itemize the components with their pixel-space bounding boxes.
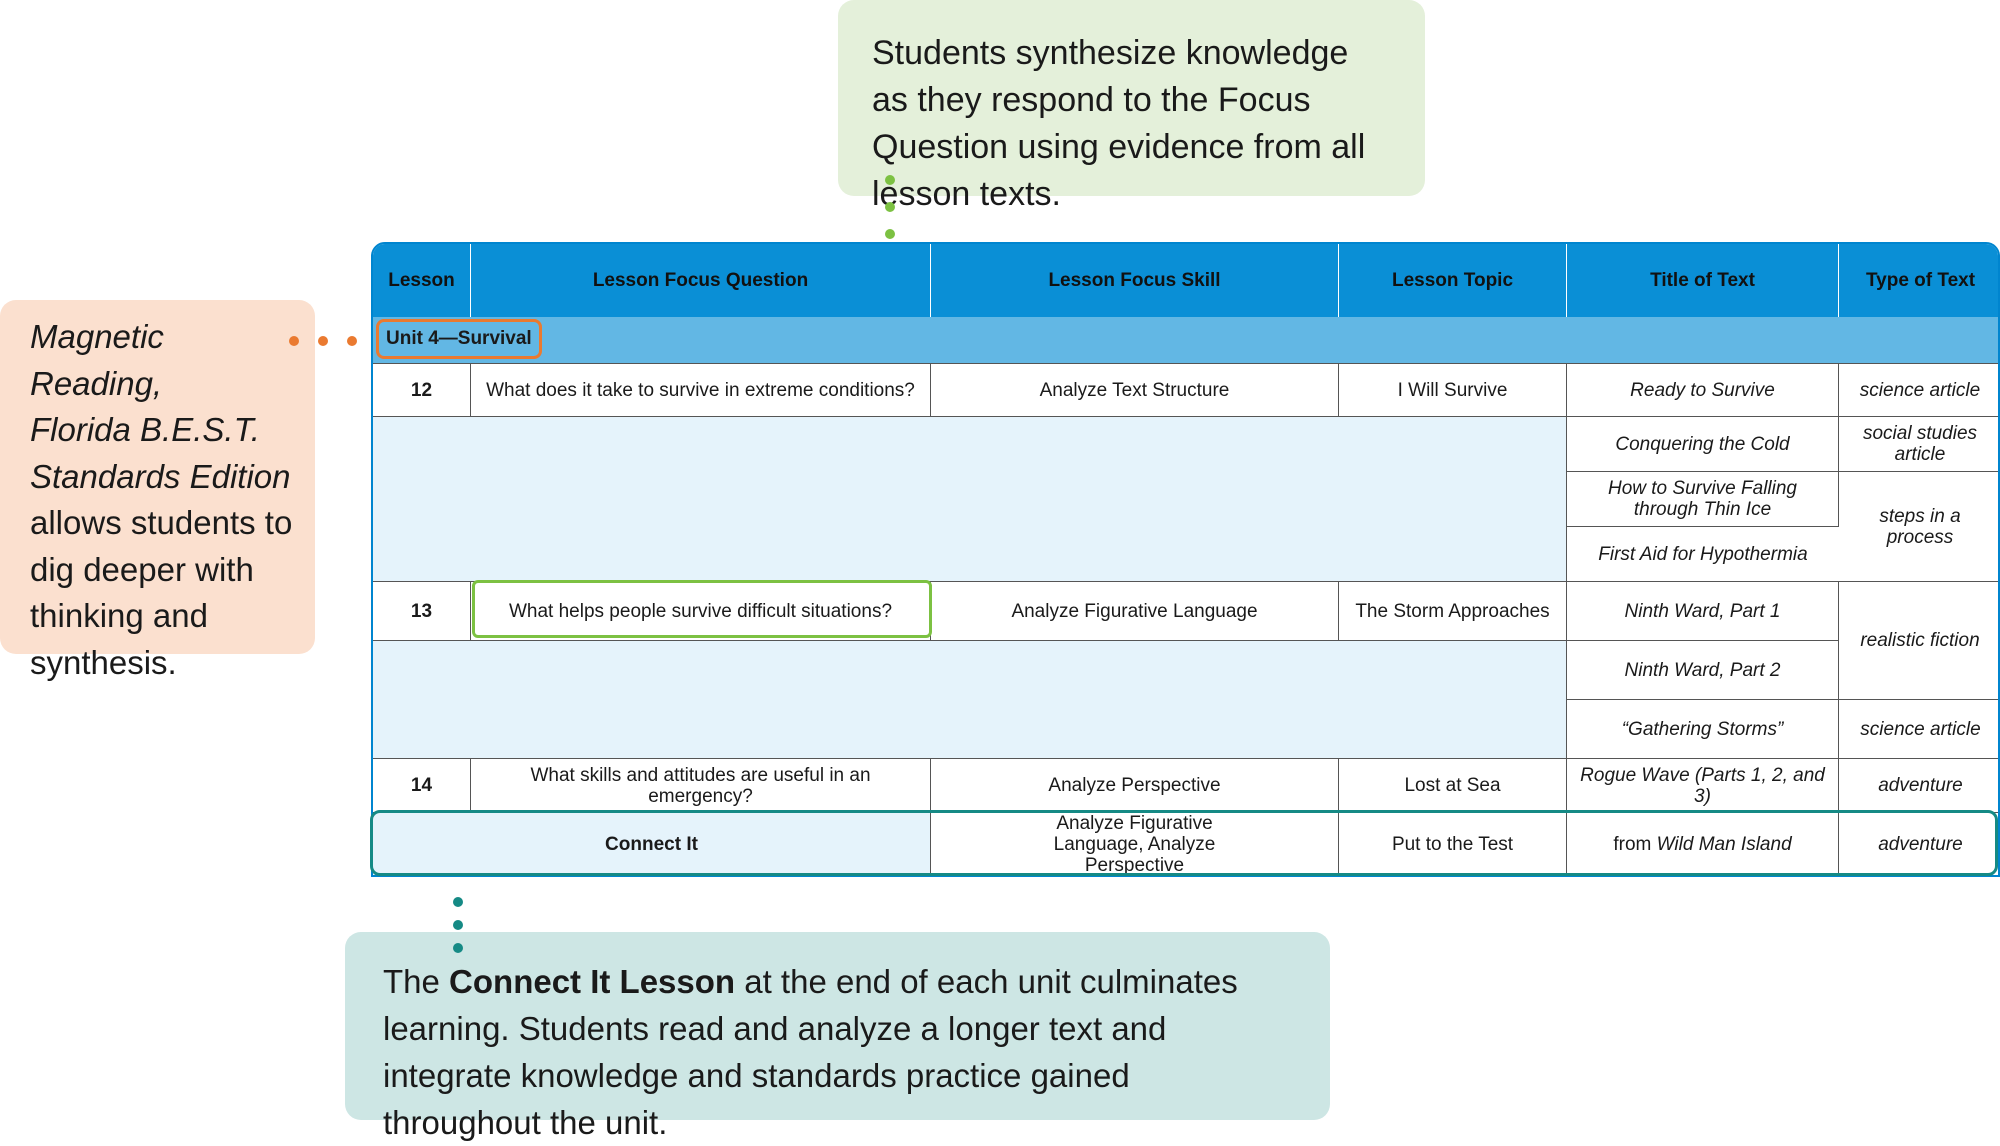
connect-it-text-type: adventure: [1878, 833, 1963, 855]
callout-title-line-2: Florida B.E.S.T.: [30, 411, 260, 448]
connect-it-row: Connect It Analyze Figurative Language, …: [373, 813, 1998, 875]
connect-it-callout-post: at the end of each unit culminates learn…: [383, 963, 1238, 1141]
text-title: First Aid for Hypothermia: [1567, 527, 1839, 582]
connector-dot: [318, 336, 328, 346]
connect-it-callout-pre: The: [383, 963, 450, 1000]
lesson-topic: Lost at Sea: [1339, 759, 1567, 813]
connect-it-label: Connect It: [373, 813, 931, 875]
lesson-focus-skill: Analyze Perspective: [931, 759, 1339, 813]
connect-it-topic: Put to the Test: [1339, 813, 1567, 875]
connect-it-callout: The Connect It Lesson at the end of each…: [345, 932, 1330, 1141]
focus-question-highlight: [472, 580, 932, 638]
focus-question-callout-text: Students synthesize knowledge as they re…: [872, 34, 1366, 213]
text-type: science article: [1839, 700, 1998, 759]
connector-dot: [453, 897, 463, 907]
lesson-14-row: 14 What skills and attitudes are useful …: [373, 759, 1998, 813]
lesson-table: Lesson Lesson Focus Question Lesson Focu…: [371, 242, 2000, 877]
text-title: How to Survive Falling through Thin Ice: [1567, 472, 1839, 527]
text-type: steps in a process: [1839, 472, 1998, 582]
header-lesson-topic: Lesson Topic: [1339, 244, 1567, 317]
connect-it-text-title: from Wild Man Island: [1567, 813, 1839, 875]
header-type-of-text: Type of Text: [1839, 244, 1998, 317]
connect-it-text-prefix: from: [1613, 833, 1657, 855]
unit-label: Unit 4—Survival: [376, 319, 542, 359]
lesson-focus-question: What skills and attitudes are useful in …: [471, 759, 931, 813]
header-title-of-text: Title of Text: [1567, 244, 1839, 317]
callout-body-text: allows students to dig deeper with think…: [30, 504, 293, 681]
connect-it-skill: Analyze Figurative Language, Analyze Per…: [931, 813, 1339, 875]
lesson-number: 14: [373, 759, 471, 813]
connector-dot: [289, 336, 299, 346]
connect-it-text-name: Wild Man Island: [1656, 833, 1792, 855]
text-title: Conquering the Cold: [1567, 417, 1839, 472]
lesson-focus-skill: Analyze Text Structure: [931, 364, 1339, 417]
text-type: realistic fiction: [1839, 582, 1998, 700]
connector-dot: [453, 920, 463, 930]
magnetic-reading-callout: Magnetic Reading, Florida B.E.S.T. Stand…: [0, 300, 315, 681]
text-title: Ready to Survive: [1567, 364, 1839, 417]
header-focus-skill: Lesson Focus Skill: [931, 244, 1339, 317]
text-type: science article: [1839, 364, 1998, 417]
text-type: adventure: [1839, 759, 1998, 813]
lesson-focus-question: What does it take to survive in extreme …: [471, 364, 931, 417]
lesson-number: 12: [373, 364, 471, 417]
header-focus-question: Lesson Focus Question: [471, 244, 931, 317]
lesson-12-group: 12 What does it take to survive in extre…: [373, 364, 1998, 582]
connect-it-callout-bold: Connect It Lesson: [449, 963, 736, 1000]
focus-question-callout: Students synthesize knowledge as they re…: [838, 0, 1425, 213]
lesson-focus-skill: Analyze Figurative Language: [931, 582, 1339, 641]
connector-dot: [347, 336, 357, 346]
callout-title-line-3: Standards Edition: [30, 457, 291, 495]
lesson-topic: The Storm Approaches: [1339, 582, 1567, 641]
text-title: Ninth Ward, Part 1: [1567, 582, 1839, 641]
connect-it-highlight: [370, 810, 1998, 876]
connector-dot: [885, 202, 895, 212]
connector-dot: [453, 943, 463, 953]
text-title: Rogue Wave (Parts 1, 2, and 3): [1567, 759, 1839, 813]
lesson-12-shaded-area: [373, 417, 1567, 582]
lesson-13-shaded-area: [373, 641, 1567, 759]
header-lesson: Lesson: [373, 244, 471, 317]
lesson-13-group: 13 What helps people survive difficult s…: [373, 582, 1998, 759]
lesson-topic: I Will Survive: [1339, 364, 1567, 417]
connector-dot: [885, 229, 895, 239]
unit-row: Unit 4—Survival: [373, 317, 1998, 364]
connector-dot: [885, 175, 895, 185]
callout-title-line-1: Magnetic Reading,: [30, 318, 164, 402]
lesson-number: 13: [373, 582, 471, 641]
text-title: Ninth Ward, Part 2: [1567, 641, 1839, 700]
table-header-row: Lesson Lesson Focus Question Lesson Focu…: [373, 244, 1998, 317]
text-type: social studies article: [1839, 417, 1998, 472]
text-title: “Gathering Storms”: [1567, 700, 1839, 759]
